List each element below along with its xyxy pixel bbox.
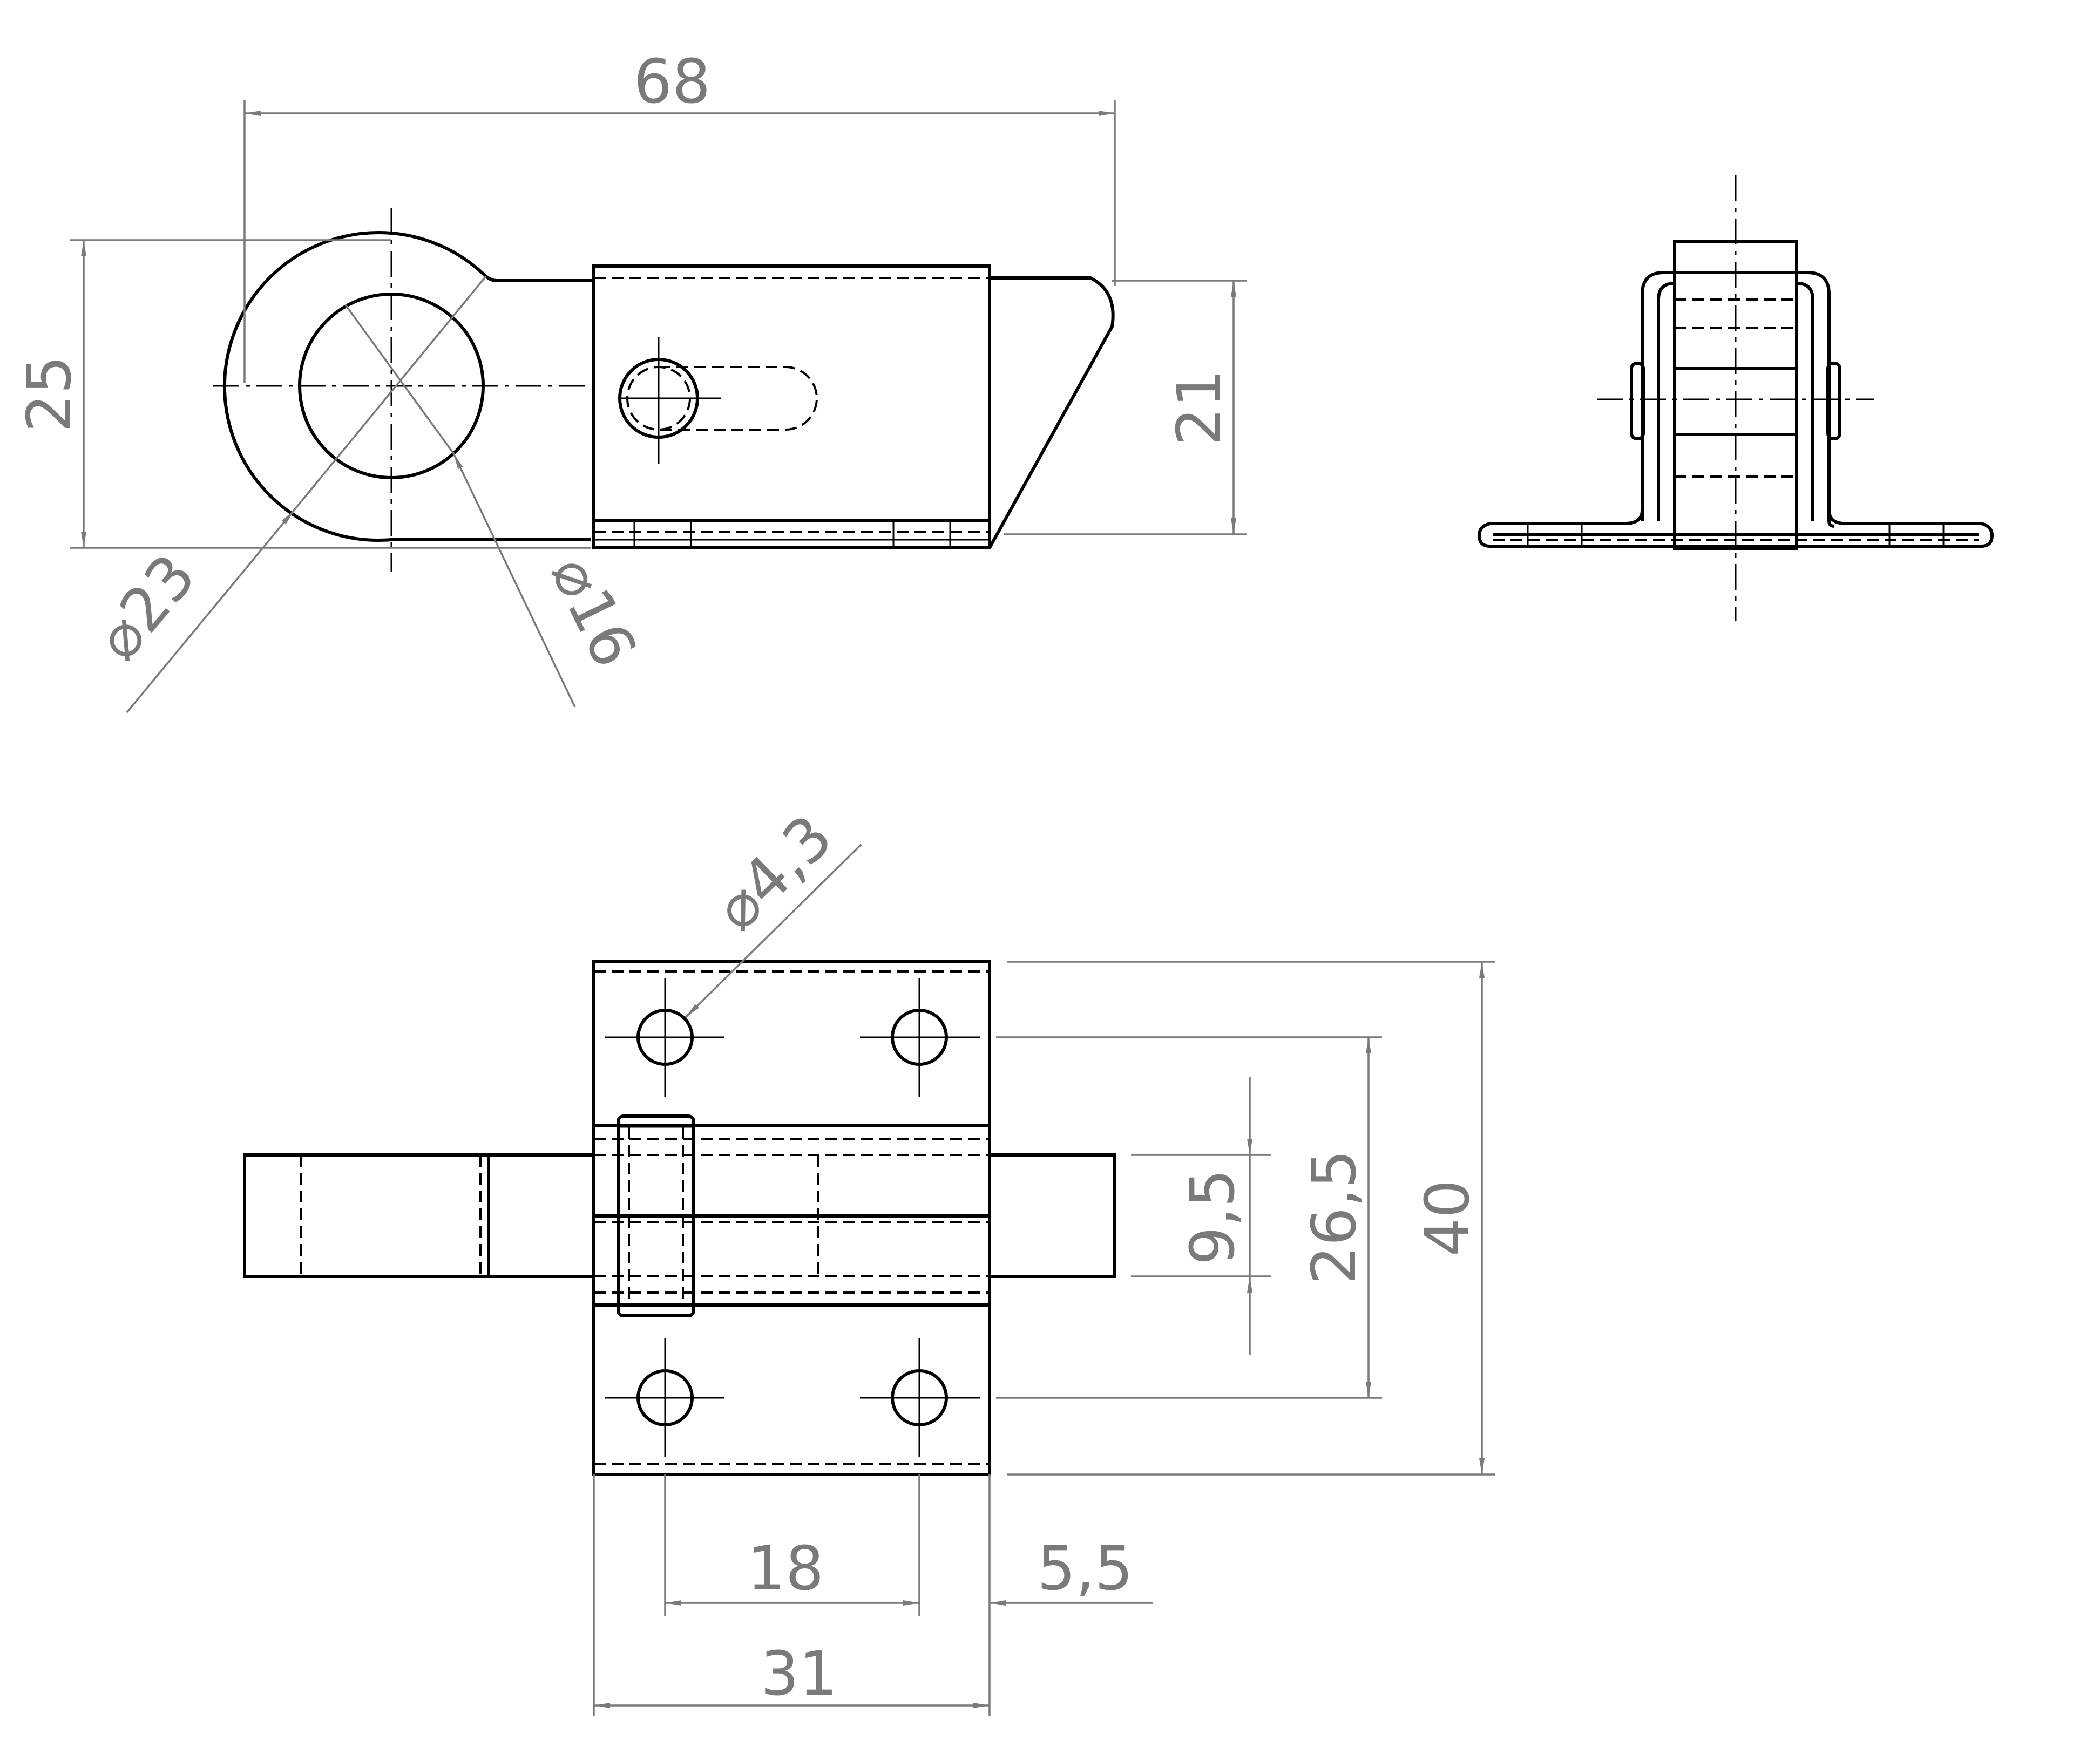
dim-edge-offset: 5,5 — [1037, 1534, 1133, 1604]
dim-hole-spacing-v: 26,5 — [1299, 1150, 1370, 1284]
end-bracket-outer — [1641, 271, 1835, 528]
bolt-handle — [617, 1114, 695, 1317]
dim-overall-length: 68 — [634, 47, 711, 117]
dim-bolt-width: 9,5 — [1178, 1169, 1248, 1265]
dim-bore-diameter: ⌀16 — [537, 545, 650, 678]
dim-hole-spacing-h: 18 — [747, 1534, 824, 1604]
side-view — [213, 208, 1115, 572]
dim-eye-height: 25 — [15, 356, 85, 433]
top-view — [243, 960, 1116, 1476]
bolt-right-end — [988, 1153, 1116, 1278]
dim-plate-height: 40 — [1413, 1180, 1483, 1257]
tail-profile — [988, 276, 1115, 549]
end-view — [1477, 175, 1994, 621]
dim-outer-diameter: ⌀23 — [83, 541, 210, 673]
bolt-left-end — [243, 1153, 490, 1278]
eye-profile — [222, 231, 594, 542]
dimensions: 68 25 21 ⌀23 ⌀16 ⌀4,3 9,5 26,5 — [15, 47, 1495, 1716]
dim-plate-width: 31 — [761, 1639, 838, 1709]
dim-base-height: 21 — [1164, 369, 1235, 446]
dim-hole-diameter: ⌀4,3 — [702, 802, 846, 944]
bracket-body — [592, 264, 991, 549]
